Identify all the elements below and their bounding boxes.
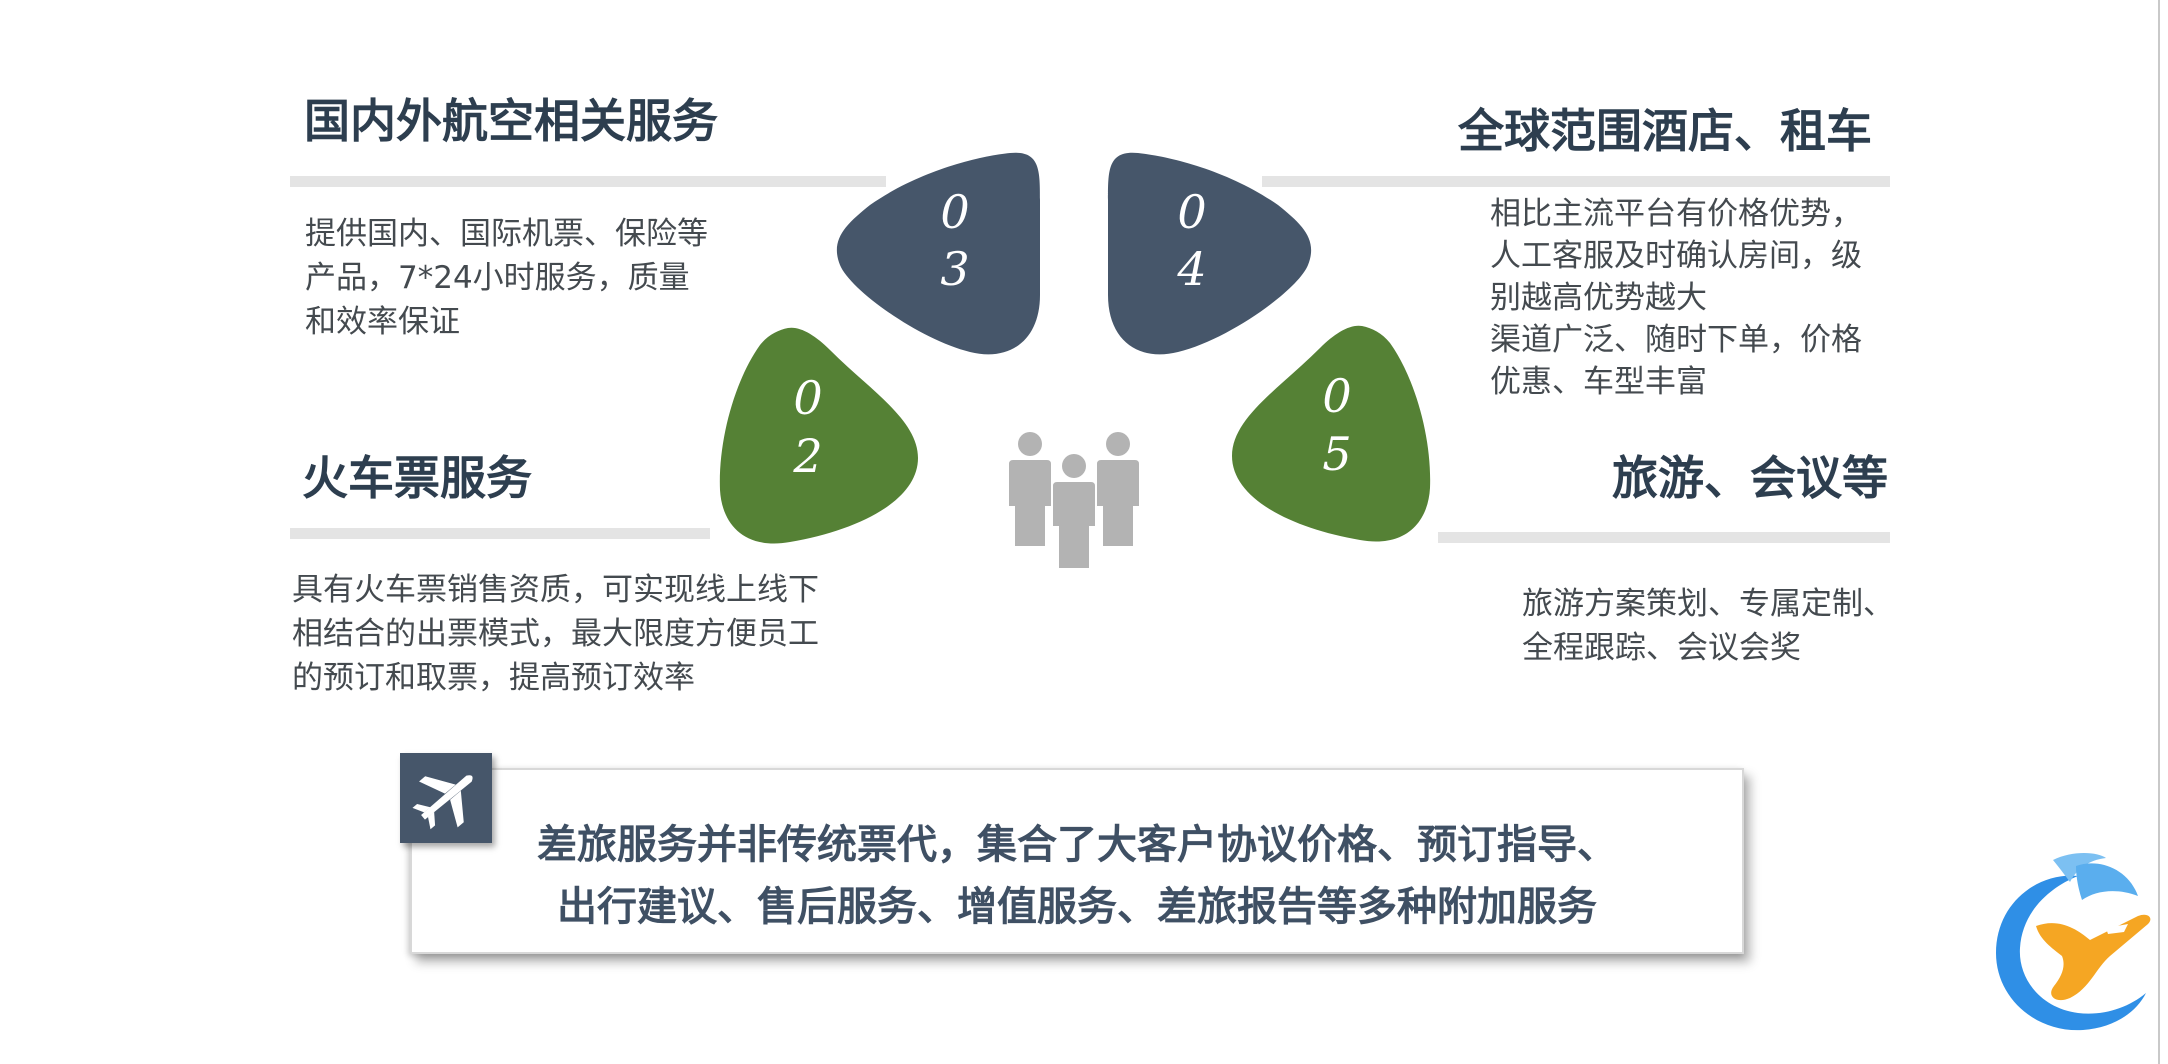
air-service-description: 提供国内、国际机票、保险等 产品，7*24小时服务，质量 和效率保证	[305, 216, 708, 340]
train-service-description: 具有火车票销售资质，可实现线上线下 相结合的出票模式，最大限度方便员工 的预订和…	[292, 572, 819, 696]
edge-divider	[2158, 0, 2160, 1064]
petal-05-digit-top: 0	[1322, 369, 1351, 423]
train-service-divider	[290, 528, 710, 539]
petal-05-digit-bottom: 5	[1322, 427, 1351, 481]
petal-03-digit-top: 0	[940, 185, 969, 239]
hotel-service-title: 全球范围酒店、租车	[1458, 104, 1872, 158]
plane-badge	[400, 753, 492, 843]
summary-line-1: 差旅服务并非传统票代，集合了大客户协议价格、预订指导、	[537, 822, 1617, 868]
petal-03: 0 3	[836, 152, 1040, 355]
summary-text: 差旅服务并非传统票代，集合了大客户协议价格、预订指导、 出行建议、售后服务、增值…	[412, 814, 1742, 938]
air-service-divider	[290, 176, 886, 187]
petal-02-digit-bottom: 2	[792, 429, 822, 483]
hotel-service-divider	[1262, 176, 1890, 187]
travel-service-divider	[1438, 532, 1890, 543]
petal-04-digit-bottom: 4	[1176, 242, 1206, 296]
company-logo	[1996, 853, 2151, 1031]
summary-box: 差旅服务并非传统票代，集合了大客户协议价格、预订指导、 出行建议、售后服务、增值…	[410, 768, 1744, 954]
summary-line-2: 出行建议、售后服务、增值服务、差旅报告等多种附加服务	[557, 884, 1597, 930]
petal-04: 0 4	[1108, 152, 1312, 355]
petal-02: 0 2	[719, 327, 918, 544]
people-group-icon	[1009, 432, 1139, 568]
petal-03-digit-bottom: 3	[940, 242, 969, 296]
air-service-title: 国内外航空相关服务	[304, 94, 718, 148]
petal-02-digit-top: 0	[793, 371, 822, 425]
train-service-title: 火车票服务	[302, 451, 532, 505]
travel-service-title: 旅游、会议等	[1612, 451, 1888, 505]
hotel-service-description: 相比主流平台有价格优势， 人工客服及时确认房间，级 别越高优势越大 渠道广泛、随…	[1490, 196, 1862, 400]
airplane-icon	[412, 775, 473, 830]
petal-04-digit-top: 0	[1177, 185, 1206, 239]
petal-05: 0 5	[1232, 325, 1431, 542]
travel-service-description: 旅游方案策划、专属定制、 全程跟踪、会议会奖	[1522, 586, 1894, 666]
